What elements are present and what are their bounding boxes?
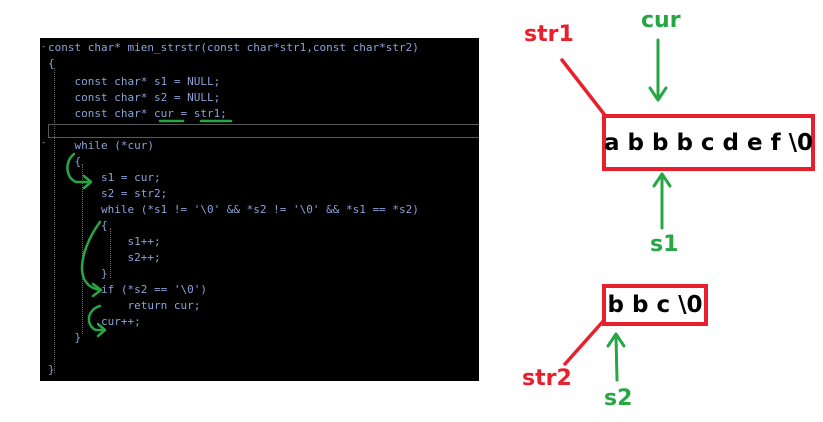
flow-arrow-loop-start <box>66 152 92 184</box>
flow-arrow-cur-increment <box>87 304 106 332</box>
s2-arrowhead <box>606 332 626 348</box>
cur-arrowhead <box>648 86 668 102</box>
code-line-4: const char* s2 = NULL; <box>48 91 221 104</box>
str2-pointer-line <box>563 316 608 366</box>
str2-label: str2 <box>522 366 572 391</box>
code-line-16: if (*s2 == '\0') <box>48 283 207 296</box>
s2-arrow-shaft <box>614 334 619 382</box>
code-line-15: } <box>48 267 108 280</box>
str1-label: str1 <box>524 22 574 47</box>
flow-arrowhead-inner-loop <box>91 282 103 298</box>
flow-arrowhead-cur-increment <box>96 322 107 338</box>
code-line-21: } <box>48 363 55 376</box>
code-line-10: s2 = str2; <box>48 187 168 200</box>
indent-guide <box>54 68 55 373</box>
indent-guide <box>110 228 111 278</box>
flow-arrow-inner-loop <box>80 220 102 292</box>
fold-marker[interactable]: - <box>41 138 47 148</box>
s1-arrowhead <box>652 172 672 188</box>
code-line-18: cur++; <box>48 315 141 328</box>
code-line-9: s1 = cur; <box>48 171 161 184</box>
code-line-11: while (*s1 != '\0' && *s2 != '\0' && *s1… <box>48 203 419 216</box>
string2-box: b b c \0 <box>602 284 708 326</box>
s2-label: s2 <box>604 386 633 411</box>
code-editor: - - const char* mien_strstr(const char*s… <box>40 38 479 381</box>
code-line-7: while (*cur) <box>48 139 154 152</box>
code-line-14: s2++; <box>48 251 161 264</box>
code-line-8: { <box>48 155 82 168</box>
code-line-1: const char* mien_strstr(const char*str1,… <box>48 41 419 54</box>
s1-label: s1 <box>650 232 679 257</box>
str1-pointer-line <box>560 58 606 116</box>
code-line-17: return cur; <box>48 299 201 312</box>
current-line-highlight <box>48 124 479 138</box>
string1-box: a b b b c d e f \0 <box>602 114 815 171</box>
code-line-19: } <box>48 331 82 344</box>
flow-arrowhead-loop-start <box>82 174 93 190</box>
code-line-5: const char* cur = str1; <box>48 107 227 120</box>
indent-guide <box>82 164 83 334</box>
code-line-12: { <box>48 219 108 232</box>
code-line-13: s1++; <box>48 235 161 248</box>
fold-marker[interactable]: - <box>41 42 47 52</box>
code-line-3: const char* s1 = NULL; <box>48 75 221 88</box>
code-line-2: { <box>48 57 55 70</box>
cur-label: cur <box>641 8 681 33</box>
